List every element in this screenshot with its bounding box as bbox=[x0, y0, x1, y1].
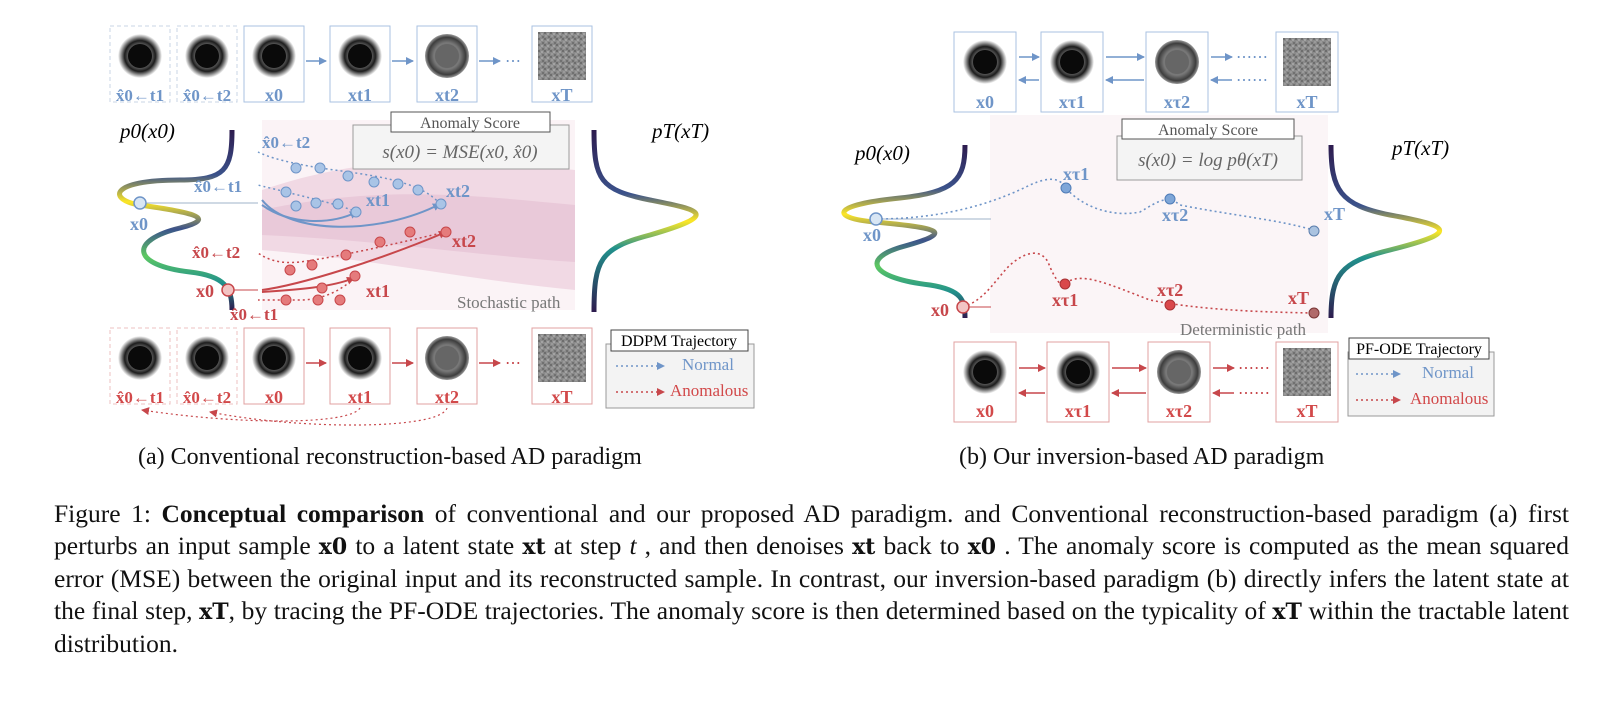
normal-xhat-t1-label: x̂0←t1 bbox=[194, 177, 242, 196]
panel-b-top-frames: ⋯⋯ ⋯⋯ x0 xτ1 xτ2 xT bbox=[953, 31, 1339, 113]
anomalous-xt1-label: xt1 bbox=[366, 281, 390, 301]
pT-label: pT(xT) bbox=[650, 119, 709, 143]
frame-label: x0 bbox=[265, 387, 283, 407]
p0-density-curve-b bbox=[841, 144, 968, 319]
normal-xtau1-label-b: xτ1 bbox=[1063, 164, 1089, 184]
panel-a-bottom-frames: ⋯ x̂0←t1 x̂0←t2 x0 xt1 xt2 xT bbox=[109, 327, 593, 426]
deterministic-path-label: Deterministic path bbox=[1180, 320, 1307, 339]
frame-label: xt1 bbox=[348, 85, 372, 105]
anomalous-xhat-t2-label: x̂0←t2 bbox=[192, 243, 240, 262]
svg-text:⋯⋯: ⋯⋯ bbox=[1236, 49, 1268, 66]
normal-xt1-label: xt1 bbox=[366, 190, 390, 210]
frame-label: xT bbox=[551, 387, 572, 407]
anomalous-x0-label: x0 bbox=[196, 281, 214, 301]
frame-label: xT bbox=[551, 85, 572, 105]
anomaly-score-formula-b: s(x0) = log pθ(xT) bbox=[1138, 150, 1278, 171]
legend-a-title: DDPM Trajectory bbox=[621, 333, 737, 350]
stochastic-path-label: Stochastic path bbox=[457, 293, 561, 312]
panel-a-top-frames: ⋯ x̂0←t1 x̂0←t2 x0 xt1 xt2 xT bbox=[109, 25, 593, 105]
anomalous-xT-label-b: xT bbox=[1288, 288, 1309, 308]
normal-xtau2-label-b: xτ2 bbox=[1162, 205, 1188, 225]
anomalous-xt2-label: xt2 bbox=[452, 231, 476, 251]
normal-xt2-label: xt2 bbox=[446, 181, 470, 201]
figure-caption: Figure 1: Conceptual comparison of conve… bbox=[54, 499, 1569, 658]
legend-a bbox=[605, 343, 755, 409]
panel-a: ⋯ x̂0←t1 x̂0←t2 x0 xt1 xt2 xT p0(x0) pT(… bbox=[109, 25, 755, 426]
legend-b-normal: Normal bbox=[1422, 363, 1474, 382]
panel-b-bottom-frames: ⋯⋯ ⋯⋯ x0 xτ1 xτ2 xT bbox=[953, 341, 1339, 423]
frame-label: x̂0←t1 bbox=[116, 86, 164, 105]
svg-text:⋯⋯: ⋯⋯ bbox=[1236, 72, 1268, 89]
frame-label: xτ2 bbox=[1164, 92, 1190, 112]
frame-label: xτ1 bbox=[1065, 401, 1091, 421]
pT-density-curve bbox=[591, 129, 699, 313]
anomalous-xhat-t1-label: x̂0←t1 bbox=[230, 305, 278, 324]
anomalous-x0-label-b: x0 bbox=[931, 300, 949, 320]
frame-label: x0 bbox=[265, 85, 283, 105]
p0-density-curve bbox=[117, 129, 235, 311]
subcaption-a: (a) Conventional reconstruction-based AD… bbox=[138, 444, 642, 470]
frame-label: xt2 bbox=[435, 387, 459, 407]
frame-label: xt1 bbox=[348, 387, 372, 407]
frame-label: xτ1 bbox=[1059, 92, 1085, 112]
frame-label: xτ2 bbox=[1166, 401, 1192, 421]
panel-b: ⋯⋯ ⋯⋯ x0 xτ1 xτ2 xT p0(x0) pT(xT) Anomal… bbox=[841, 31, 1495, 423]
frame-label: x̂0←t2 bbox=[183, 86, 231, 105]
anomaly-score-box-b bbox=[1116, 135, 1303, 181]
frame-label: x̂0←t2 bbox=[183, 388, 231, 407]
frame-label: xT bbox=[1296, 92, 1317, 112]
figure-diagram: ⋯ x̂0←t1 x̂0←t2 x0 xt1 xt2 xT p0(x0) pT(… bbox=[109, 25, 1495, 426]
caption-prefix: Figure 1: bbox=[54, 499, 162, 528]
svg-text:⋯⋯: ⋯⋯ bbox=[1238, 385, 1270, 402]
subcaption-b: (b) Our inversion-based AD paradigm bbox=[959, 444, 1325, 470]
frame-label: xT bbox=[1296, 401, 1317, 421]
svg-text:⋯: ⋯ bbox=[505, 53, 521, 70]
legend-b-anomalous: Anomalous bbox=[1410, 389, 1488, 408]
anomaly-score-formula: s(x0) = MSE(x0, x̂0) bbox=[382, 142, 537, 163]
frame-label: x̂0←t1 bbox=[116, 388, 164, 407]
caption-bold: Conceptual comparison bbox=[161, 499, 425, 528]
frame-label: xt2 bbox=[435, 85, 459, 105]
normal-x0-label-b: x0 bbox=[863, 225, 881, 245]
svg-text:⋯⋯: ⋯⋯ bbox=[1238, 360, 1270, 377]
pT-label-b: pT(xT) bbox=[1390, 136, 1449, 160]
anomaly-score-title-b: Anomaly Score bbox=[1158, 122, 1258, 139]
legend-a-anomalous: Anomalous bbox=[670, 381, 748, 400]
normal-x0-label: x0 bbox=[130, 214, 148, 234]
p0-label-b: p0(x0) bbox=[853, 141, 910, 165]
frame-label: x0 bbox=[976, 92, 994, 112]
anomalous-xtau1-label-b: xτ1 bbox=[1052, 290, 1078, 310]
svg-text:⋯: ⋯ bbox=[505, 355, 521, 372]
normal-xT-label-b: xT bbox=[1324, 204, 1345, 224]
anomaly-score-title: Anomaly Score bbox=[420, 115, 520, 132]
pT-density-curve-b bbox=[1328, 144, 1443, 319]
legend-b-title: PF-ODE Trajectory bbox=[1356, 341, 1482, 358]
p0-label: p0(x0) bbox=[118, 119, 175, 143]
normal-xhat-t2-label: x̂0←t2 bbox=[262, 133, 310, 152]
frame-label: x0 bbox=[976, 401, 994, 421]
legend-a-normal: Normal bbox=[682, 355, 734, 374]
anomalous-xtau2-label-b: xτ2 bbox=[1157, 280, 1183, 300]
